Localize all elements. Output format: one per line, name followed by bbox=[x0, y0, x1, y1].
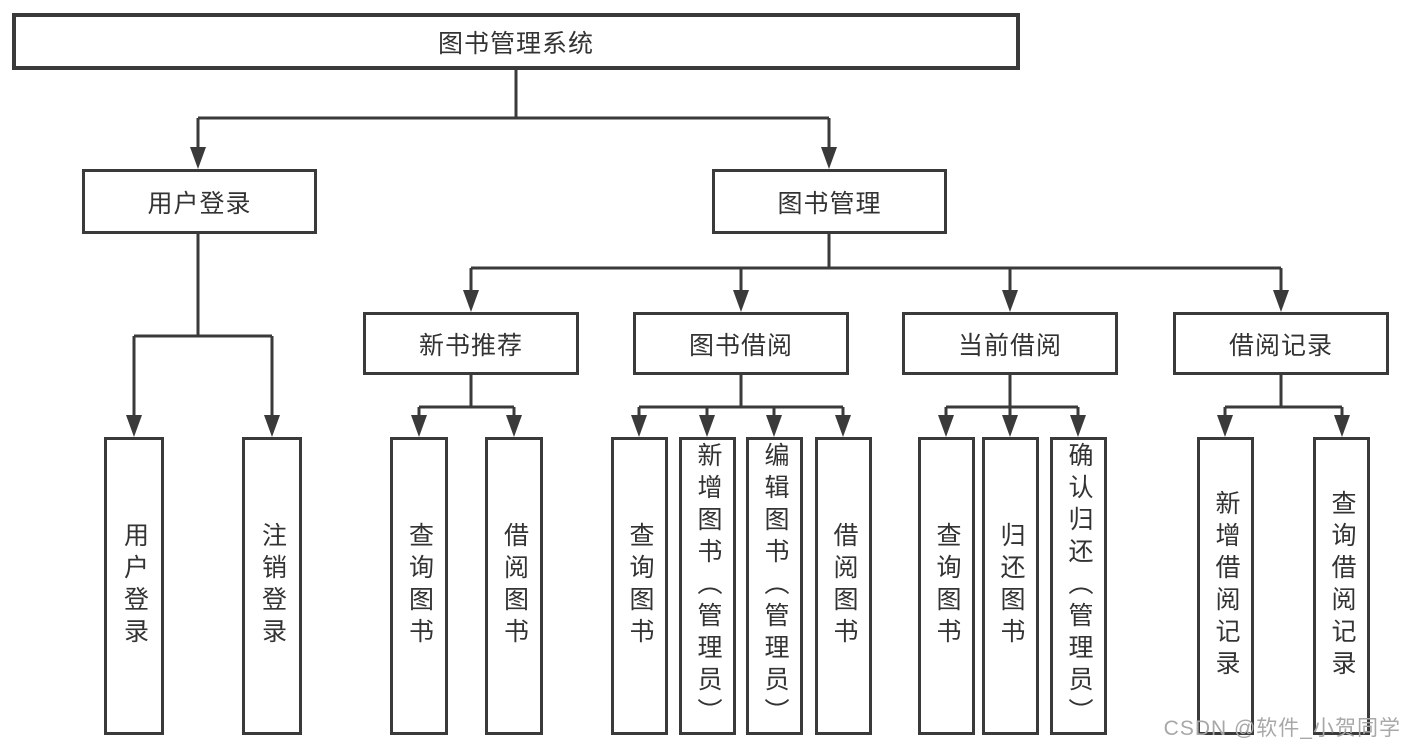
leaf-records-add-record: 新增借阅记录 bbox=[1197, 437, 1254, 735]
leaf-label: 新增图书（管理员） bbox=[694, 442, 722, 730]
node-book-management: 图书管理 bbox=[712, 169, 947, 234]
leaf-label: 查询借阅记录 bbox=[1328, 490, 1356, 682]
node-user-login: 用户登录 bbox=[82, 169, 317, 234]
leaf-label: 注销登录 bbox=[258, 522, 287, 650]
node-label: 图书管理系统 bbox=[437, 29, 594, 58]
leaf-user-login: 用户登录 bbox=[104, 437, 164, 735]
node-label: 新书推荐 bbox=[418, 331, 523, 360]
leaf-newbooks-borrow-books: 借阅图书 bbox=[485, 437, 543, 735]
arrowheads bbox=[126, 147, 1350, 437]
leaf-borrow-edit-books-admin: 编辑图书（管理员） bbox=[746, 437, 803, 735]
leaf-current-query-books: 查询图书 bbox=[918, 437, 975, 735]
leaf-label: 借阅图书 bbox=[830, 522, 858, 650]
leaf-label: 查询图书 bbox=[626, 522, 654, 650]
node-current-borrowing: 当前借阅 bbox=[902, 312, 1118, 375]
leaf-borrow-borrow-books: 借阅图书 bbox=[815, 437, 872, 735]
leaf-label: 编辑图书（管理员） bbox=[761, 442, 789, 730]
node-book-borrowing: 图书借阅 bbox=[633, 312, 849, 375]
csdn-watermark: CSDN @软件_小贺同学 bbox=[1163, 717, 1401, 740]
leaf-current-confirm-return-admin: 确认归还（管理员） bbox=[1050, 437, 1107, 735]
leaf-records-query-record: 查询借阅记录 bbox=[1313, 437, 1370, 735]
leaf-label: 查询图书 bbox=[405, 522, 434, 650]
node-label: 图书管理 bbox=[777, 189, 882, 218]
leaf-label: 确认归还（管理员） bbox=[1065, 442, 1093, 730]
leaf-borrow-query-books: 查询图书 bbox=[611, 437, 668, 735]
leaf-label: 查询图书 bbox=[933, 522, 961, 650]
leaf-label: 用户登录 bbox=[120, 522, 149, 650]
leaf-label: 归还图书 bbox=[997, 522, 1025, 650]
leaf-label: 新增借阅记录 bbox=[1212, 490, 1240, 682]
leaf-logout: 注销登录 bbox=[242, 437, 302, 735]
node-new-book-recommendation: 新书推荐 bbox=[363, 312, 579, 375]
node-label: 用户登录 bbox=[147, 189, 252, 218]
node-borrowing-records: 借阅记录 bbox=[1173, 312, 1389, 375]
leaf-current-return-books: 归还图书 bbox=[982, 437, 1039, 735]
leaf-newbooks-query-books: 查询图书 bbox=[390, 437, 448, 735]
node-library-management-system: 图书管理系统 bbox=[12, 13, 1020, 70]
leaf-label: 借阅图书 bbox=[500, 522, 529, 650]
node-label: 图书借阅 bbox=[688, 331, 793, 360]
node-label: 当前借阅 bbox=[957, 331, 1062, 360]
leaf-borrow-add-books-admin: 新增图书（管理员） bbox=[679, 437, 736, 735]
node-label: 借阅记录 bbox=[1228, 331, 1333, 360]
